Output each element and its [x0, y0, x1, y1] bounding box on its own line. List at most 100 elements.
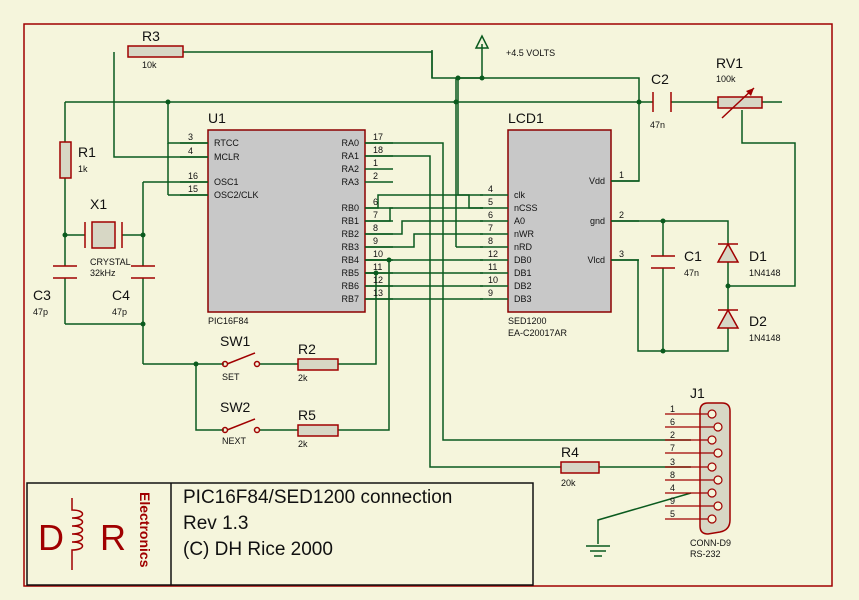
r1-ref: R1 [78, 144, 96, 160]
x1-ref: X1 [90, 196, 107, 212]
u1-pin-number: 4 [188, 146, 193, 156]
supply-symbol: +4.5 VOLTS [474, 34, 555, 58]
d2-value: 1N4148 [749, 333, 781, 343]
u1-pin-name: RA3 [341, 177, 359, 187]
u1-pin-name: RA1 [341, 151, 359, 161]
lcd1-pin-number: 9 [488, 288, 493, 298]
lcd1-pin-number: 12 [488, 249, 498, 259]
x1-value: 32kHz [90, 268, 116, 278]
j1-ref: J1 [690, 385, 705, 401]
title-line-1: PIC16F84/SED1200 connection [183, 487, 452, 508]
lcd1-pin-name: Vlcd [587, 255, 605, 265]
j1-pin-number: 5 [670, 509, 675, 519]
r5-ref: R5 [298, 407, 316, 423]
c3: C3 47p [33, 265, 77, 317]
u1-pin-name: RB7 [341, 294, 359, 304]
c2-value: 47n [650, 120, 665, 130]
j1-pin-number: 7 [670, 443, 675, 453]
d1: D1 1N4148 [716, 242, 781, 278]
title-block: D R Electronics PIC16F84/SED1200 connect… [26, 482, 534, 586]
j1-pin-number: 9 [670, 496, 675, 506]
junctions [62, 75, 731, 367]
j1-pin-number: 4 [670, 483, 675, 493]
lcd1-pin-name: A0 [514, 216, 525, 226]
r2-ref: R2 [298, 341, 316, 357]
r3: R3 10k [127, 28, 184, 70]
u1-pin-name: MCLR [214, 152, 240, 162]
lcd1-pin-name: nWR [514, 229, 535, 239]
ground-symbol [586, 545, 610, 557]
j1-desc: RS-232 [690, 549, 721, 559]
j1-pin-contact [713, 501, 723, 511]
d2: D2 1N4148 [716, 308, 781, 343]
u1-pin-name: OSC1 [214, 177, 239, 187]
u1-pin-number: 18 [373, 145, 383, 155]
title-line-2: Rev 1.3 [183, 513, 248, 534]
lcd1-pin-name: DB2 [514, 281, 532, 291]
c2: C2 47n [650, 71, 672, 130]
lcd1-pin-number: 4 [488, 184, 493, 194]
logo-d: D [38, 517, 64, 558]
r2-value: 2k [298, 373, 308, 383]
j1-pin-contact [707, 514, 717, 524]
r4-ref: R4 [561, 444, 579, 460]
supply-label: +4.5 VOLTS [506, 48, 555, 58]
lcd1-pin-name: clk [514, 190, 525, 200]
sheet-border [23, 23, 833, 587]
c3-value: 47p [33, 307, 48, 317]
u1-pin-name: RTCC [214, 138, 239, 148]
u1-pin-number: 13 [373, 288, 383, 298]
j1-part: CONN-D9 [690, 538, 731, 548]
lcd1-pin-name: Vdd [589, 176, 605, 186]
u1-pin-number: 9 [373, 236, 378, 246]
lcd1-pin-number: 1 [619, 170, 624, 180]
rv1: RV1 100k [716, 55, 763, 119]
r3-ref: R3 [142, 28, 160, 44]
lcd1-pin-number: 3 [619, 249, 624, 259]
u1-pin-number: 8 [373, 223, 378, 233]
lcd1-pin-name: DB1 [514, 268, 532, 278]
r4-value: 20k [561, 478, 576, 488]
u1-pin-number: 2 [373, 171, 378, 181]
logo-r: R [100, 517, 126, 558]
c4-ref: C4 [112, 287, 130, 303]
c4: C4 47p [112, 265, 155, 317]
x1-crystal: X1 CRYSTAL 32kHz [84, 196, 131, 278]
logo-side-text: Electronics [137, 492, 153, 568]
sw2-ref: SW2 [220, 399, 251, 415]
u1-pin-name: RA2 [341, 164, 359, 174]
title-line-3: (C) DH Rice 2000 [183, 539, 333, 560]
r4: R4 20k [560, 444, 600, 488]
sw2: SW2 NEXT [220, 399, 261, 446]
wires [64, 44, 796, 544]
lcd1-module: LCD1 SED1200 EA-C20017AR 4clk5nCSS6A07nW… [480, 110, 639, 338]
u1-pin-name: RA0 [341, 138, 359, 148]
j1-pin-contact [707, 409, 717, 419]
c3-ref: C3 [33, 287, 51, 303]
u1-part: PIC16F84 [208, 316, 249, 326]
r2: R2 2k [297, 341, 339, 383]
lcd1-pin-number: 2 [619, 210, 624, 220]
u1-ref: U1 [208, 110, 226, 126]
j1-pin-contact [713, 475, 723, 485]
c1: C1 47n [651, 248, 702, 278]
x1-type: CRYSTAL [90, 257, 131, 267]
u1-pin-number: 10 [373, 249, 383, 259]
u1-pin-number: 16 [188, 171, 198, 181]
r1-value: 1k [78, 164, 88, 174]
r1: R1 1k [59, 141, 96, 179]
j1-pin-number: 2 [670, 430, 675, 440]
rv1-value: 100k [716, 74, 736, 84]
logo-coil-icon [71, 498, 84, 570]
u1-pin-name: RB5 [341, 268, 359, 278]
r5-value: 2k [298, 439, 308, 449]
u1-right-pins: 17RA018RA11RA22RA36RB07RB18RB29RB310RB41… [341, 132, 393, 304]
lcd1-pin-name: gnd [590, 216, 605, 226]
